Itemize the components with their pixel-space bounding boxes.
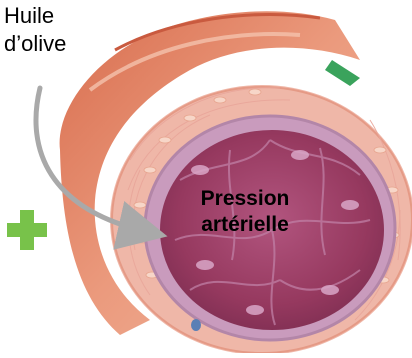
olive-oil-label-line1: Huile xyxy=(4,2,66,30)
adventitia-green-accent xyxy=(325,60,360,86)
blood-pressure-label: Pression artérielle xyxy=(186,186,304,238)
blood-pressure-label-line2: artérielle xyxy=(186,212,304,238)
plus-icon xyxy=(7,210,47,250)
blue-cell xyxy=(191,319,201,331)
blood-pressure-label-line1: Pression xyxy=(186,186,304,212)
olive-oil-label: Huile d’olive xyxy=(4,2,66,58)
olive-oil-label-line2: d’olive xyxy=(4,30,66,58)
